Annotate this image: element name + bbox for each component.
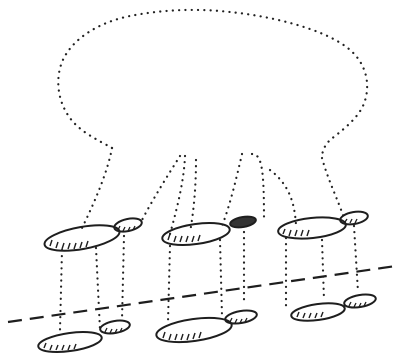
dashed-diagonal-line [8,266,396,322]
oval-1b [113,216,143,234]
oval-3a [277,215,347,242]
oval-1a [43,221,122,256]
oval-3b [339,210,369,227]
oval-6b [343,292,377,309]
oval-5a [155,314,233,346]
oval-4a [37,329,103,356]
oval-2b [229,215,256,229]
hatching-1a [50,240,88,249]
hatched-ovals-row-2 [37,292,377,355]
oval-5b [224,308,258,325]
dotted-cloud-outline [58,10,367,158]
hatched-ovals-row-1 [43,210,369,256]
oval-2a [161,219,231,248]
